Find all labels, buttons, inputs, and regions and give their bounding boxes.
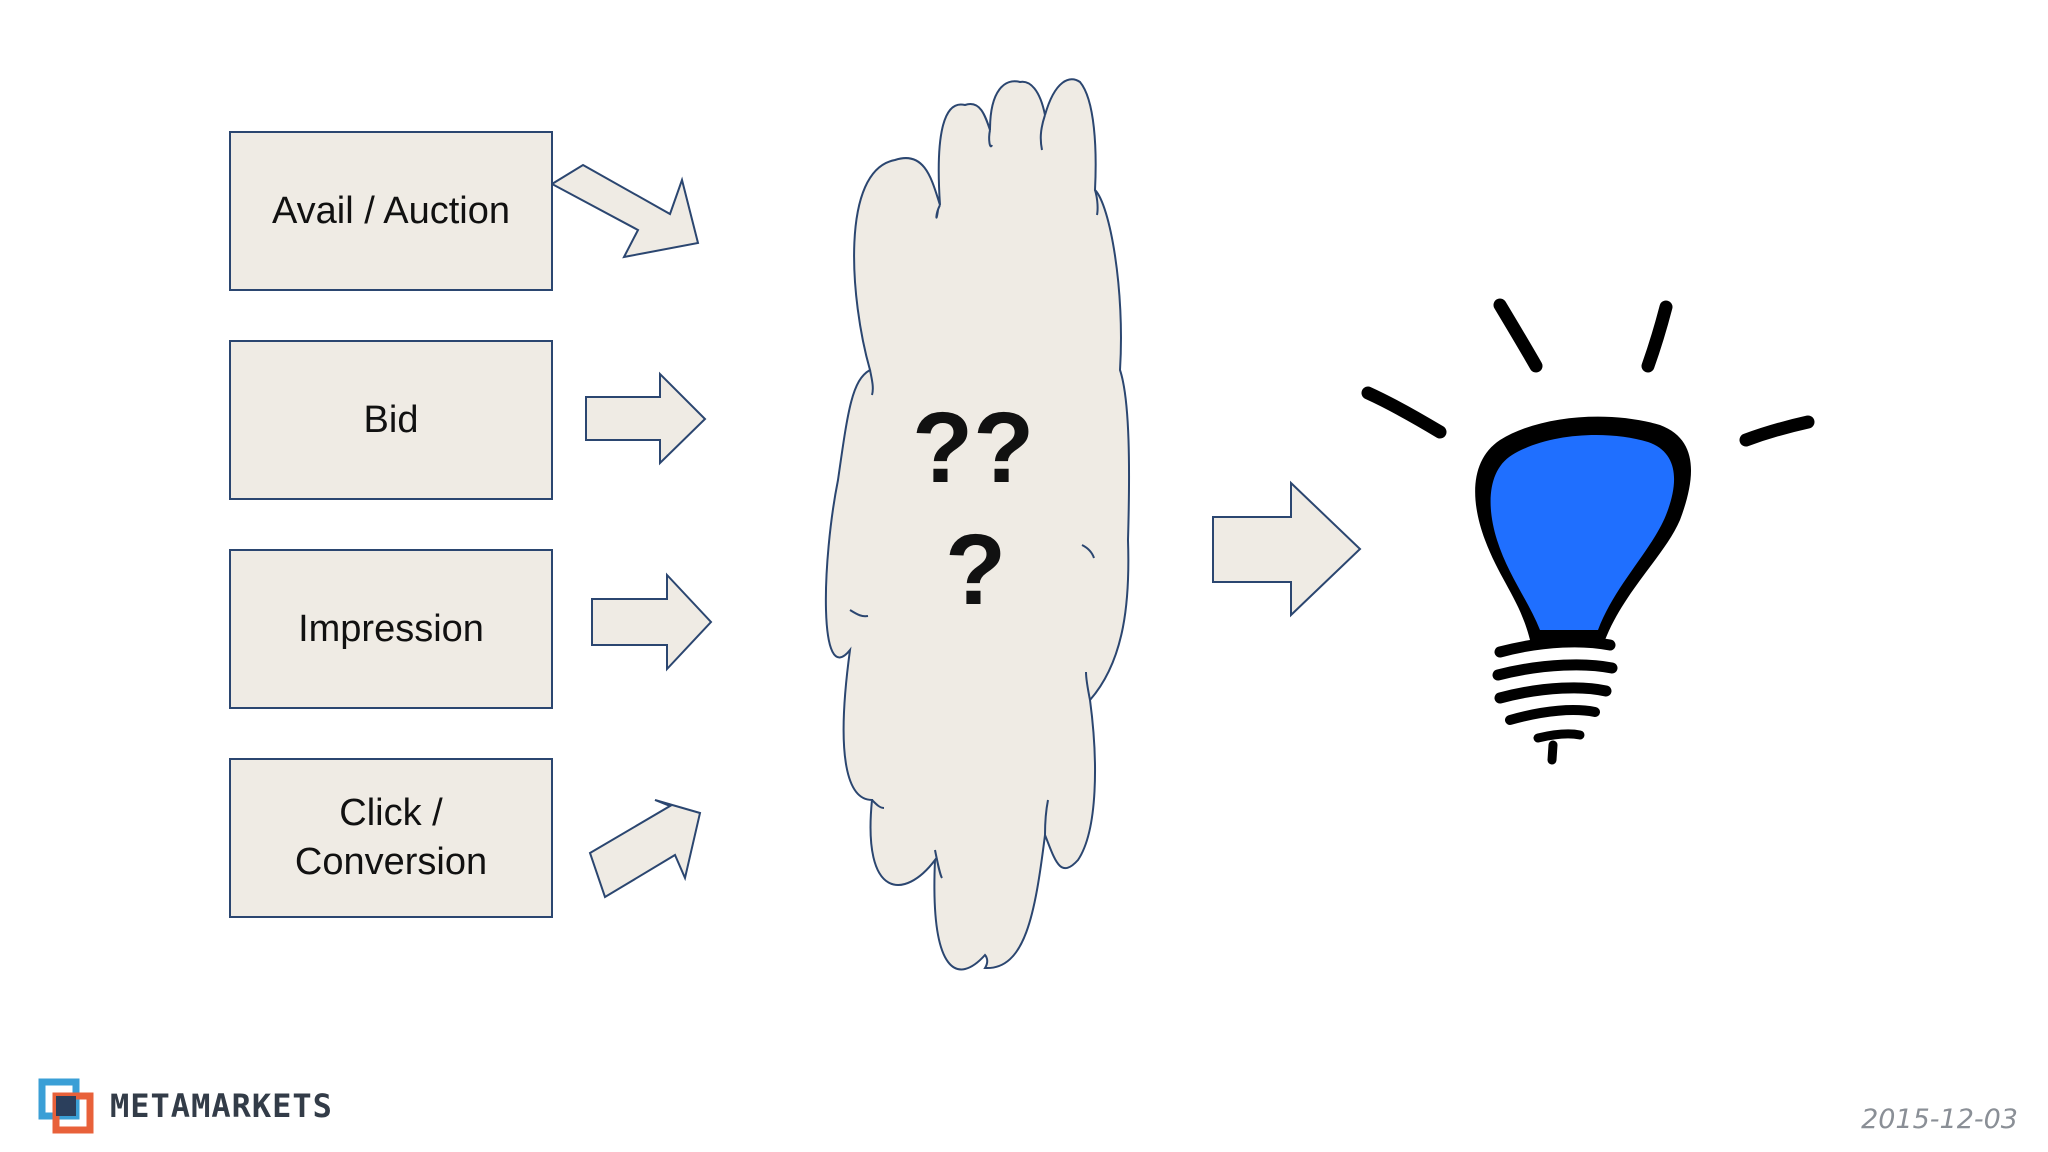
box-click-conversion-line2: Conversion bbox=[294, 841, 488, 883]
cloud-shape bbox=[824, 78, 1131, 971]
cloud-question-marks-top: ?? bbox=[912, 392, 1035, 504]
box-impression: Impression bbox=[229, 549, 553, 709]
arrow-bid bbox=[585, 371, 707, 466]
brand-name: METAMARKETS bbox=[110, 1087, 333, 1125]
arrow-avail bbox=[549, 163, 700, 259]
slide-date: 2015-12-03 bbox=[1861, 1104, 2018, 1135]
box-bid: Bid bbox=[229, 340, 553, 500]
box-click-conversion-line1: Click / bbox=[339, 792, 443, 835]
arrow-click bbox=[588, 799, 702, 899]
box-avail-auction-label: Avail / Auction bbox=[271, 189, 510, 232]
metamarkets-logo-icon bbox=[38, 1078, 94, 1134]
cloud-question-mark-bottom: ? bbox=[945, 514, 1007, 626]
box-bid-label: Bid bbox=[363, 398, 419, 441]
lightbulb-icon bbox=[1361, 298, 1815, 765]
arrow-to-insight bbox=[1212, 480, 1362, 618]
box-impression-label: Impression bbox=[298, 607, 484, 650]
arrow-impression bbox=[591, 572, 713, 672]
box-avail-auction: Avail / Auction bbox=[229, 131, 553, 291]
metamarkets-logo: METAMARKETS bbox=[38, 1078, 333, 1134]
box-click-conversion: Click / Conversion bbox=[229, 758, 553, 918]
